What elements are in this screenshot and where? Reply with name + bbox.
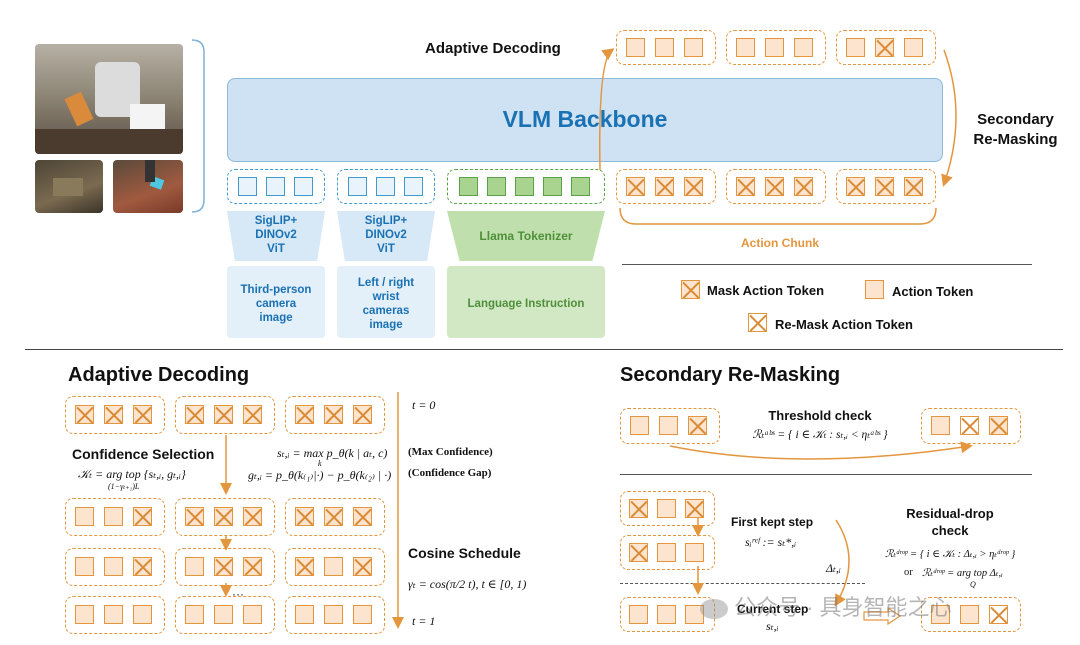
ad-row3-group2 [175, 548, 275, 586]
ad-row4-group2 [175, 596, 275, 634]
legend-remask-icon [748, 313, 767, 332]
residual-group-1 [620, 491, 715, 526]
input-wrist-cameras [337, 266, 435, 338]
ad-row3-group1 [65, 548, 165, 586]
action-token-group-3 [836, 169, 936, 204]
first-kept-step-label: First kept step [731, 515, 814, 529]
g-formula: gₜ,ᵢ = p_θ(k₍₁₎|·) − p_θ(k₍₂₎ | ·) [248, 468, 392, 482]
secondary-remasking-title: Secondary Re-Masking [620, 364, 841, 386]
output-token-group-2 [726, 30, 826, 65]
max-confidence-label: (Max Confidence) [408, 446, 493, 458]
vision-encoder-1 [227, 211, 325, 261]
vlm-backbone-box [227, 78, 943, 162]
output-token-group-1 [616, 30, 716, 65]
llama-tokenizer-label: Llama Tokenizer [479, 229, 573, 243]
secondary-divider [620, 474, 1032, 475]
threshold-before-group [620, 408, 720, 444]
language-token-group [447, 169, 605, 204]
watermark: 公众号 · 具身智能之心 [700, 590, 952, 622]
current-step-label: Current step [737, 602, 809, 616]
section-divider [25, 349, 1063, 350]
legend-action-label: Action Token [892, 284, 974, 299]
t0-label: t = 0 [412, 398, 436, 412]
rdrop2-formula: ℛₜᵈʳᵒᵖ = arg top Δₜ,ᵢ [922, 568, 1003, 579]
secondary-remasking-label: Secondary Re-Masking [973, 111, 1058, 148]
adaptive-decoding-title: Adaptive Decoding [68, 364, 250, 386]
ellipsis: ··· [232, 587, 244, 601]
confidence-gap-label: (Confidence Gap) [408, 467, 492, 479]
input-language [447, 266, 605, 338]
residual-group-2 [620, 535, 715, 570]
ad-row3-group3 [285, 548, 385, 586]
k-formula-sub: (1−γₜ₊₁)L [108, 482, 140, 491]
input-brace [191, 39, 205, 213]
gamma-formula: γₜ = cos(π/2 t), t ∈ [0, 1) [408, 577, 527, 591]
dashed-separator [620, 583, 865, 584]
action-chunk-label: Action Chunk [741, 236, 819, 250]
s-ti-label: sₜ,ᵢ [766, 619, 779, 633]
residual-result-group [921, 597, 1021, 632]
llama-tokenizer [447, 211, 605, 261]
timeline-arrows [220, 392, 404, 629]
ad-row2-group2 [175, 498, 275, 536]
ad-row2-group1 [65, 498, 165, 536]
cosine-schedule-label: Cosine Schedule [408, 545, 521, 561]
robot-scene-image [35, 44, 183, 154]
action-token-group-2 [726, 169, 826, 204]
input-language-label: Language Instruction [467, 298, 585, 310]
threshold-formula: ℛₜᵃᵇˢ = { i ∈ 𝒦ₜ : sₜ,ᵢ < ηₜᵃᵇˢ } [752, 429, 888, 441]
k-formula: 𝒦ₜ = arg top {sₜ,ᵢ, gₜ,ᵢ} [78, 467, 186, 481]
wrist-camera-image-left [35, 160, 103, 213]
vision-token-group-1 [227, 169, 325, 204]
s-formula-sub: k [318, 459, 322, 468]
wechat-icon [700, 599, 728, 620]
ad-row1-group3 [285, 396, 385, 434]
ad-row2-group3 [285, 498, 385, 536]
rdrop2-sub: Q [970, 580, 976, 589]
ad-row4-group1 [65, 596, 165, 634]
residual-group-3 [620, 597, 715, 632]
legend-remask-label: Re-Mask Action Token [775, 317, 913, 332]
wrist-camera-image-right [113, 160, 183, 213]
s-formula: sₜ,ᵢ = max p_θ(k | aₜ, c) [277, 446, 388, 460]
residual-arrows [692, 518, 902, 626]
adaptive-decoding-label: Adaptive Decoding [425, 40, 561, 57]
legend-divider [622, 264, 1032, 265]
flow-arrows-top [599, 48, 957, 225]
legend-mask-icon [681, 280, 700, 299]
legend-action-icon [865, 280, 884, 299]
vision-encoder-2 [337, 211, 435, 261]
vlm-backbone-label: VLM Backbone [502, 106, 668, 132]
ad-row4-group3 [285, 596, 385, 634]
ad-row1-group2 [175, 396, 275, 434]
action-token-group-1 [616, 169, 716, 204]
ad-row1-group1 [65, 396, 165, 434]
legend-mask-label: Mask Action Token [707, 283, 825, 298]
threshold-check-label: Threshold check [768, 408, 872, 423]
output-token-group-3 [836, 30, 936, 65]
input-third-person [227, 266, 325, 338]
threshold-arrow [669, 441, 973, 460]
or-label: or [904, 567, 913, 578]
delta-label: Δₜ,ᵢ [826, 561, 841, 575]
confidence-selection-label: Confidence Selection [72, 446, 215, 462]
t1-label: t = 1 [412, 614, 436, 628]
rdrop-formula: ℛₜᵈʳᵒᵖ = { i ∈ 𝒦ₜ : Δₜ,ᵢ > ηₜᵈʳᵒᵖ } [885, 549, 1016, 560]
sref-formula: sᵢʳᵉᶠ := sₜ*,ᵢ [745, 535, 797, 549]
threshold-after-group [921, 408, 1021, 444]
vision-token-group-2 [337, 169, 435, 204]
